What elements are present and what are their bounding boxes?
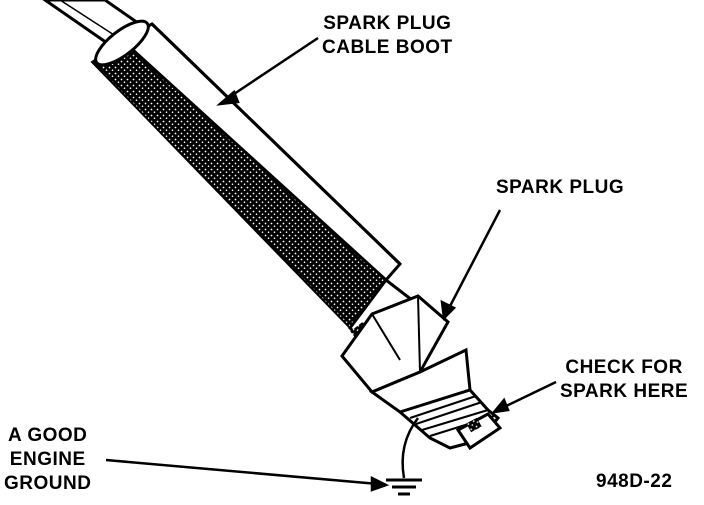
figure-code: 948D-22 [596,470,672,494]
label-engine-ground: A GOOD ENGINE GROUND [4,424,91,496]
cable-boot-illustration [90,19,403,330]
ground-symbol-icon [386,478,422,496]
label-engine-ground-line2: ENGINE [9,449,86,470]
label-spark-plug: SPARK PLUG [496,176,624,200]
label-spark-plug-text: SPARK PLUG [496,177,625,198]
figure-code-text: 948D-22 [596,471,673,492]
spark-plug-illustration [340,277,503,451]
leader-lines [105,36,557,492]
label-cable-boot-line2: CABLE BOOT [322,37,453,58]
label-check-spark: CHECK FOR SPARK HERE [560,356,688,404]
label-cable-boot: SPARK PLUG CABLE BOOT [322,12,453,60]
label-check-spark-line1: CHECK FOR [565,357,683,378]
label-check-spark-line2: SPARK HERE [560,381,689,402]
label-cable-boot-line1: SPARK PLUG [323,13,452,34]
label-engine-ground-line1: A GOOD [8,425,88,446]
label-engine-ground-line3: GROUND [4,473,92,494]
